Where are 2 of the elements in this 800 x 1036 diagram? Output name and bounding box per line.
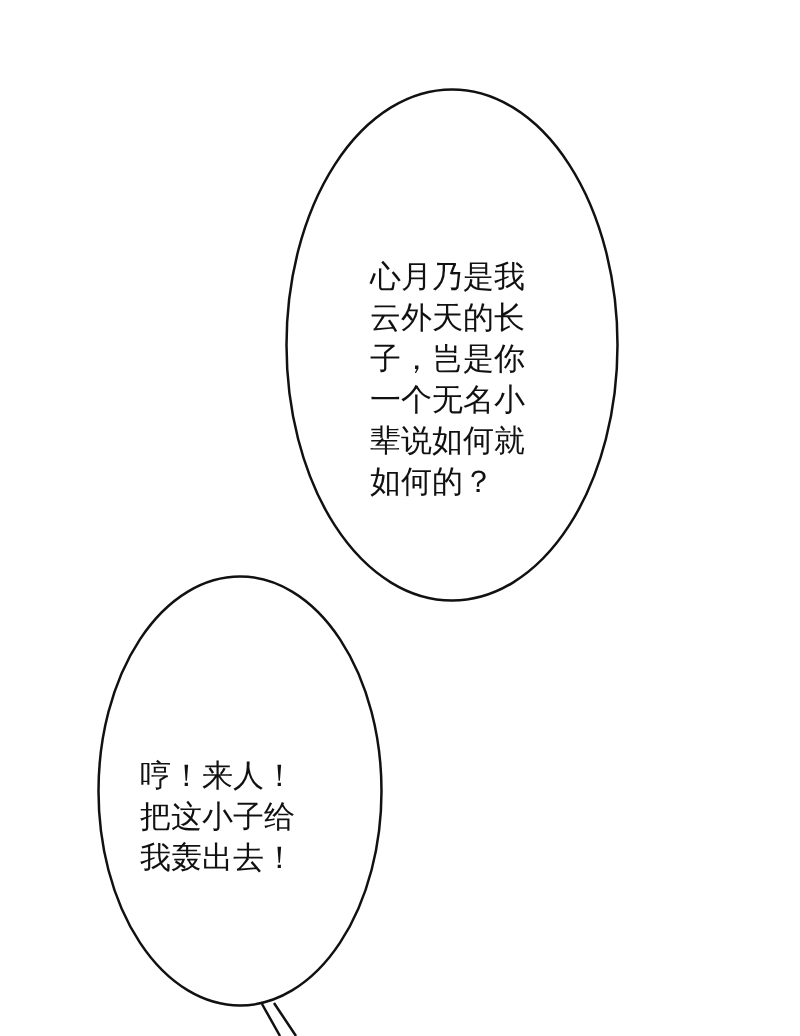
speech-text: 哼！来人！把这小子给我轰出去！ bbox=[140, 756, 296, 877]
speech-text: 心月乃是我云外天的长子，岂是你一个无名小辈说如何就如何的？ bbox=[370, 257, 526, 501]
